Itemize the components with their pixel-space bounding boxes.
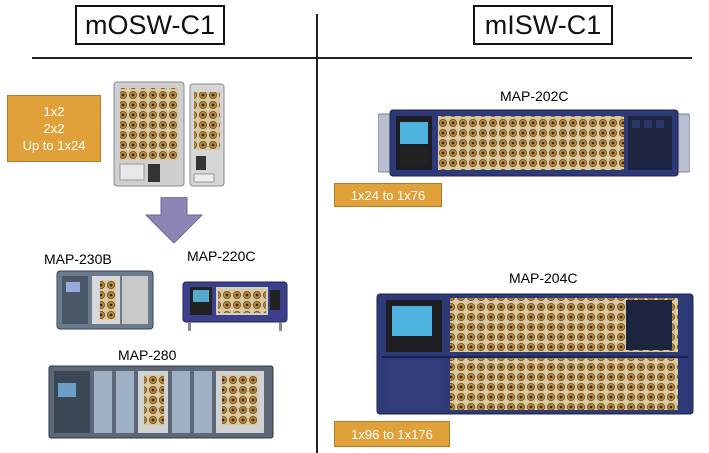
config-line-2: 2x2 xyxy=(43,121,65,136)
config-line-1: 1x2 xyxy=(43,104,65,119)
map-220c-image xyxy=(182,280,290,332)
label-map-220c: MAP-220C xyxy=(187,248,256,264)
left-title: mOSW-C1 xyxy=(75,5,225,45)
map-202c-image xyxy=(378,108,690,180)
map-280-image xyxy=(48,365,274,441)
down-arrow-icon xyxy=(144,197,204,245)
config-line-3: Up to 1x24 xyxy=(22,138,86,153)
label-map-280: MAP-280 xyxy=(118,347,177,363)
right-title: mISW-C1 xyxy=(473,5,613,45)
map-230b-image xyxy=(56,270,154,332)
label-map-202c: MAP-202C xyxy=(500,88,569,104)
config-options-box: 1x2 2x2 Up to 1x24 xyxy=(7,95,101,162)
label-map-204c: MAP-204C xyxy=(509,270,578,286)
range-204c-box: 1x96 to 1x176 xyxy=(334,421,450,447)
center-divider xyxy=(316,14,318,453)
label-map-230b: MAP-230B xyxy=(44,251,112,267)
range-202c-box: 1x24 to 1x76 xyxy=(334,183,442,207)
mosw-modules-image xyxy=(108,80,228,190)
map-204c-image xyxy=(376,292,694,416)
header-divider xyxy=(32,57,692,59)
